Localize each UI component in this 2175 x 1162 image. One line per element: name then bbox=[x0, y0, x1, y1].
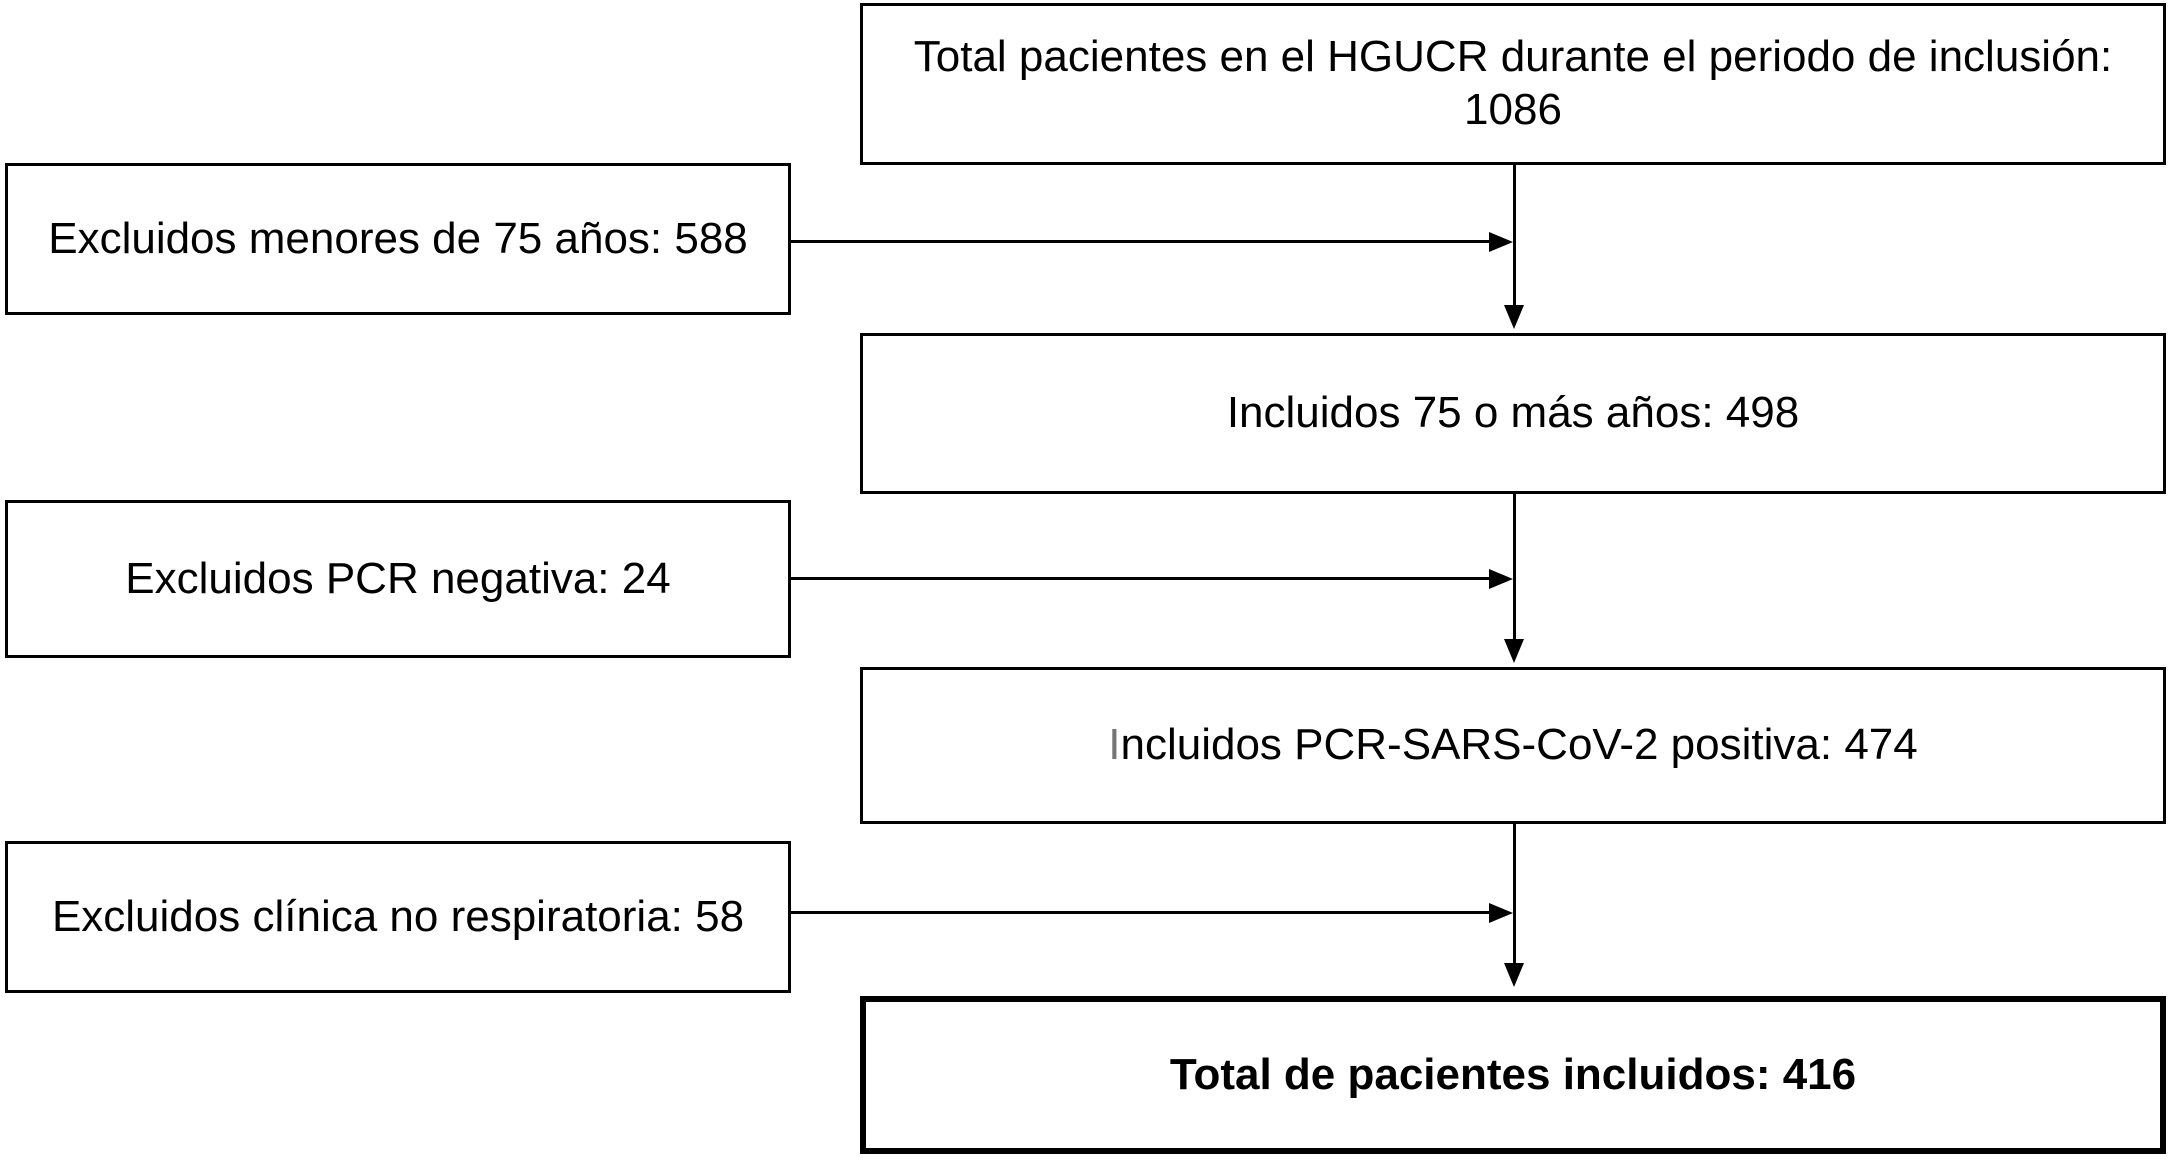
muted-initial-letter: I bbox=[1108, 720, 1121, 770]
node-total-patients: Total pacientes en el HGUCR durante el p… bbox=[860, 3, 2166, 165]
node-total-included-label: Total de pacientes incluidos: 416 bbox=[1169, 1049, 1857, 1099]
node-included-75-plus-label: Incluidos 75 o más años: 498 bbox=[1226, 388, 1800, 438]
arrow-pcrpositive-to-final-head-icon bbox=[1504, 963, 1524, 987]
arrow-included75-to-pcrpositive-head-icon bbox=[1504, 639, 1524, 663]
node-total-included: Total de pacientes incluidos: 416 bbox=[860, 996, 2166, 1154]
arrow-excluded-non-respiratory-line bbox=[791, 911, 1489, 914]
node-included-pcr-positive-label: Incluidos PCR-SARS-CoV-2 positiva: 474 bbox=[1108, 719, 1917, 772]
arrow-total-to-included75-line bbox=[1513, 165, 1516, 305]
node-total-patients-label: Total pacientes en el HGUCR durante el p… bbox=[913, 32, 2113, 134]
arrow-total-to-included75-head-icon bbox=[1504, 305, 1524, 329]
node-included-pcr-positive: Incluidos PCR-SARS-CoV-2 positiva: 474 bbox=[860, 667, 2166, 824]
node-excluded-pcr-negative-label: Excluidos PCR negativa: 24 bbox=[125, 553, 671, 603]
arrow-excluded-pcr-negative-line bbox=[791, 577, 1489, 580]
arrow-pcrpositive-to-final-line bbox=[1513, 824, 1516, 963]
node-excluded-under-75-label: Excluidos menores de 75 años: 588 bbox=[48, 213, 748, 263]
node-excluded-under-75: Excluidos menores de 75 años: 588 bbox=[5, 163, 791, 315]
node-included-75-plus: Incluidos 75 o más años: 498 bbox=[860, 333, 2166, 494]
arrow-excluded-under-75-line bbox=[791, 240, 1489, 243]
node-included-pcr-positive-rest: ncluidos PCR-SARS-CoV-2 positiva: 474 bbox=[1120, 720, 1918, 770]
node-excluded-non-respiratory: Excluidos clínica no respiratoria: 58 bbox=[5, 841, 791, 993]
node-excluded-pcr-negative: Excluidos PCR negativa: 24 bbox=[5, 500, 791, 658]
arrow-included75-to-pcrpositive-line bbox=[1513, 494, 1516, 639]
arrow-excluded-under-75-head-icon bbox=[1489, 232, 1513, 252]
arrow-excluded-pcr-negative-head-icon bbox=[1489, 569, 1513, 589]
node-excluded-non-respiratory-label: Excluidos clínica no respiratoria: 58 bbox=[51, 891, 745, 941]
arrow-excluded-non-respiratory-head-icon bbox=[1489, 903, 1513, 923]
